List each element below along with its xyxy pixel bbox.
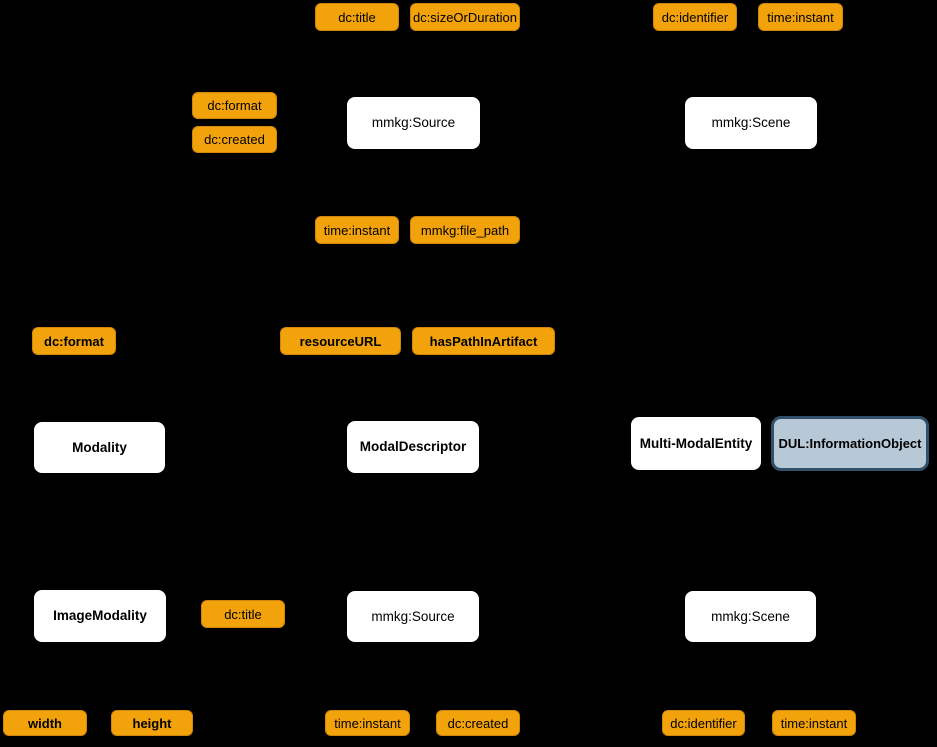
dc-created-bottom-node: dc:created [436, 710, 520, 736]
imagemodality-node: ImageModality [33, 589, 167, 643]
multi-modalentity-node: Multi-ModalEntity [630, 416, 762, 471]
modaldescriptor-node: ModalDescriptor [346, 420, 480, 474]
time-instant-top-node: time:instant [758, 3, 843, 31]
mmkg-scene-top-node: mmkg:Scene [684, 96, 818, 150]
dc-format-mid-node: dc:format [32, 327, 116, 355]
dc-title-top-node: dc:title [315, 3, 399, 31]
mmkg-source-bottom-node: mmkg:Source [346, 590, 480, 643]
dc-title-bottom-node: dc:title [201, 600, 285, 628]
haspathinartifact-node: hasPathInArtifact [412, 327, 555, 355]
dul-informationobject-node: DUL:InformationObject [771, 416, 929, 471]
height-node: height [111, 710, 193, 736]
time-instant-bottom-right-node: time:instant [772, 710, 856, 736]
time-instant-bottom-left-node: time:instant [325, 710, 410, 736]
mmkg-scene-bottom-node: mmkg:Scene [684, 590, 817, 643]
dc-identifier-top-node: dc:identifier [653, 3, 737, 31]
dc-sizeorduration-node: dc:sizeOrDuration [410, 3, 520, 31]
time-instant-mid-node: time:instant [315, 216, 399, 244]
mmkg-file-path-node: mmkg:file_path [410, 216, 520, 244]
dc-created-upper-node: dc:created [192, 126, 277, 153]
width-node: width [3, 710, 87, 736]
mmkg-source-top-node: mmkg:Source [346, 96, 481, 150]
dc-format-upper-node: dc:format [192, 92, 277, 119]
resourceurl-node: resourceURL [280, 327, 401, 355]
modality-node: Modality [33, 421, 166, 474]
dc-identifier-bottom-node: dc:identifier [662, 710, 745, 736]
